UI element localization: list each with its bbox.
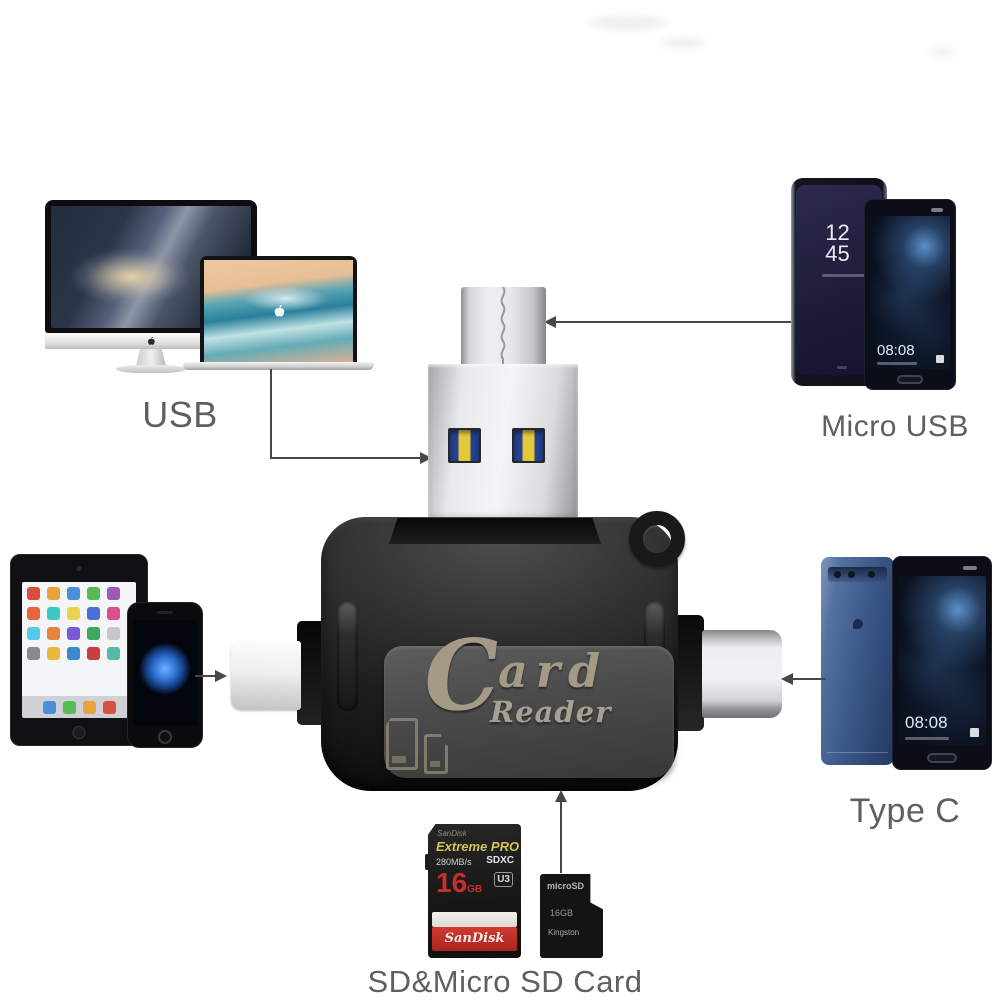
lightning-mount (297, 621, 325, 725)
camera-strip (828, 567, 887, 582)
home-button (158, 730, 172, 744)
huawei-clock: 08:08 (877, 342, 915, 359)
smudge-mark (930, 48, 956, 56)
samsung-date-line (821, 274, 870, 278)
imac-base (116, 365, 186, 373)
type-c-arrow-icon (781, 673, 793, 685)
usb-connector-line-vertical (270, 369, 272, 459)
sd-slot-icon (386, 718, 418, 770)
huawei-phone-back (821, 557, 894, 765)
sd-connector-line (560, 801, 562, 873)
sd-capacity: 16GB (436, 869, 482, 897)
sd-brand-band: SanDisk (432, 927, 517, 951)
earpiece (157, 611, 173, 614)
antenna-line (827, 752, 888, 753)
keyring-loop (629, 511, 685, 567)
sd-speed-class: U3 (494, 872, 513, 887)
sd-arrow-icon (555, 790, 567, 802)
micro-usb-seam (500, 287, 506, 366)
samsung-clock: 12 45 (825, 220, 850, 266)
logo-word-card: ard (498, 644, 609, 698)
huawei-phone-front-bottom: 08:08 (892, 556, 992, 770)
apple-logo-icon (274, 305, 284, 317)
micro-sd-brand: Kingston (548, 928, 580, 937)
micro-sd-capacity: 16GB (550, 908, 574, 918)
huawei-logo-icon (852, 619, 863, 629)
lightning-connector-line (195, 675, 217, 677)
samsung-clock-hours: 12 (825, 220, 850, 245)
apple-logo-icon (148, 336, 155, 345)
home-button (897, 375, 923, 384)
micro-usb-connector-line (553, 321, 791, 323)
ipad-dock (22, 696, 136, 718)
card-reader-face-panel: C ard Reader (384, 616, 674, 778)
ipad-screen (22, 582, 136, 718)
huawei-screen: 08:08 (870, 216, 950, 369)
sd-capacity-number: 16 (436, 867, 468, 898)
sd-card: SanDisk Extreme PRO 280MB/s SDXC 16GB U3… (428, 824, 521, 958)
usb-label: USB (142, 394, 218, 435)
ipad-camera-dot (76, 566, 82, 571)
smudge-mark (588, 16, 668, 30)
card-reader-grip-left (337, 601, 358, 711)
front-camera-icon (963, 566, 977, 570)
gallery-icon (936, 355, 944, 363)
usb-pin-window (512, 428, 545, 463)
sd-series: Extreme PRO (436, 839, 520, 854)
ipad-app-grid (27, 587, 131, 660)
smudge-mark (660, 38, 706, 48)
sd-brand-bottom: SanDisk (444, 931, 505, 946)
usb-connector-line-horizontal (270, 457, 422, 459)
huawei-date-line (905, 737, 949, 740)
logo-word-reader: Reader (490, 695, 612, 729)
macbook-laptop (200, 256, 357, 364)
samsung-clock-minutes: 45 (825, 240, 850, 266)
ipad-tablet (10, 554, 148, 746)
sd-white-stripe (432, 912, 517, 927)
sd-brand-top: SanDisk (437, 829, 467, 838)
type-c-plug (702, 630, 782, 718)
micro-usb-plug (461, 287, 546, 366)
type-c-label: Type C (849, 792, 961, 830)
type-c-connector-line (792, 678, 826, 680)
front-camera-icon (931, 208, 943, 212)
sd-sdxc-mark: SDXC (486, 855, 514, 866)
micro-sd-type: microSD (547, 881, 585, 891)
sd-card-label: SD&Micro SD Card (367, 964, 643, 999)
micro-sd-slot-icon (424, 734, 448, 774)
camera-lens-icon (848, 571, 855, 578)
huawei-clock: 08:08 (905, 713, 948, 732)
lightning-arrow-icon (215, 670, 227, 682)
home-button (927, 753, 957, 763)
camera-lens-icon (834, 571, 841, 578)
imac-stand (136, 349, 166, 366)
macbook-base (183, 362, 374, 370)
samsung-nav-bar (837, 366, 848, 369)
usb-pin-window (448, 428, 481, 463)
huawei-phone-front-top: 08:08 (864, 199, 956, 390)
home-button (72, 726, 86, 739)
sd-capacity-unit: GB (467, 884, 483, 895)
sd-speed: 280MB/s (436, 857, 472, 867)
micro-sd-card: microSD 16GB Kingston (540, 874, 603, 958)
huawei-screen: 08:08 (898, 576, 986, 745)
micro-usb-label: Micro USB (821, 410, 969, 443)
usb-a-plug (428, 364, 578, 519)
gallery-icon (970, 728, 979, 737)
sd-slot-icon-bar (392, 756, 406, 763)
lightning-plug (231, 641, 301, 710)
iphone-phone (127, 602, 203, 748)
iphone-screen-globe (133, 620, 197, 726)
huawei-date-line (877, 362, 917, 365)
card-reader-top-band (389, 518, 601, 544)
micro-sd-slot-icon-bar (430, 761, 440, 767)
micro-usb-arrow-icon (544, 316, 556, 328)
flash-icon (868, 571, 875, 578)
type-c-mount (674, 615, 704, 731)
macbook-wallpaper (204, 260, 353, 362)
sd-lock-switch (425, 854, 430, 870)
